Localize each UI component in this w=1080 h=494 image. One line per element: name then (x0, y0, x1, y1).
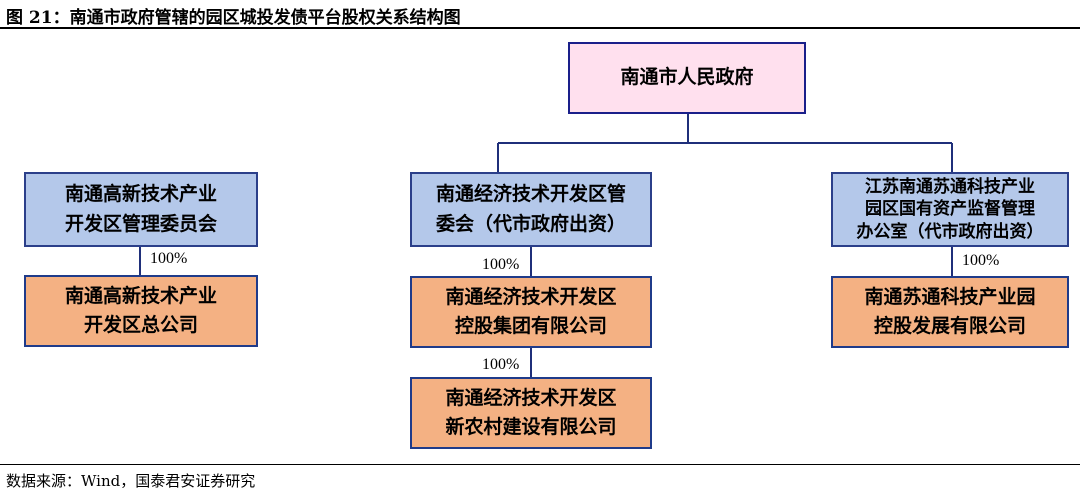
middle-pct-2: 100% (482, 356, 520, 373)
middle-owner-box: 南通经济技术开发区管 委会（代市政府出资） (410, 172, 652, 247)
figure-title: 图 21：南通市政府管辖的园区城投发债平台股权关系结构图 (6, 8, 461, 28)
right-company-label: 南通苏通科技产业园 控股发展有限公司 (864, 285, 1036, 337)
right-owner-label: 江苏南通苏通科技产业 园区国有资产监督管理 办公室（代市政府出资） (856, 177, 1044, 242)
middle-company-2-label: 南通经济技术开发区 新农村建设有限公司 (445, 386, 617, 438)
left-owner-box: 南通高新技术产业 开发区管理委员会 (24, 172, 258, 247)
root-label: 南通市人民政府 (620, 66, 754, 89)
left-company-box: 南通高新技术产业 开发区总公司 (24, 275, 258, 347)
middle-company-1-label: 南通经济技术开发区 控股集团有限公司 (445, 285, 617, 337)
title-rule (0, 27, 1080, 29)
left-pct: 100% (150, 250, 188, 267)
middle-company-2-box: 南通经济技术开发区 新农村建设有限公司 (410, 377, 652, 449)
right-owner-box: 江苏南通苏通科技产业 园区国有资产监督管理 办公室（代市政府出资） (831, 172, 1069, 247)
middle-owner-label: 南通经济技术开发区管 委会（代市政府出资） (435, 183, 626, 235)
left-company-label: 南通高新技术产业 开发区总公司 (64, 284, 217, 336)
source-note: 数据来源：Wind，国泰君安证券研究 (6, 472, 256, 490)
source-rule (0, 464, 1080, 465)
right-pct: 100% (962, 252, 1000, 269)
left-owner-label: 南通高新技术产业 开发区管理委员会 (64, 183, 217, 235)
middle-company-1-box: 南通经济技术开发区 控股集团有限公司 (410, 276, 652, 348)
right-company-box: 南通苏通科技产业园 控股发展有限公司 (831, 276, 1069, 348)
root-box: 南通市人民政府 (568, 42, 806, 114)
middle-pct-1: 100% (482, 256, 520, 273)
